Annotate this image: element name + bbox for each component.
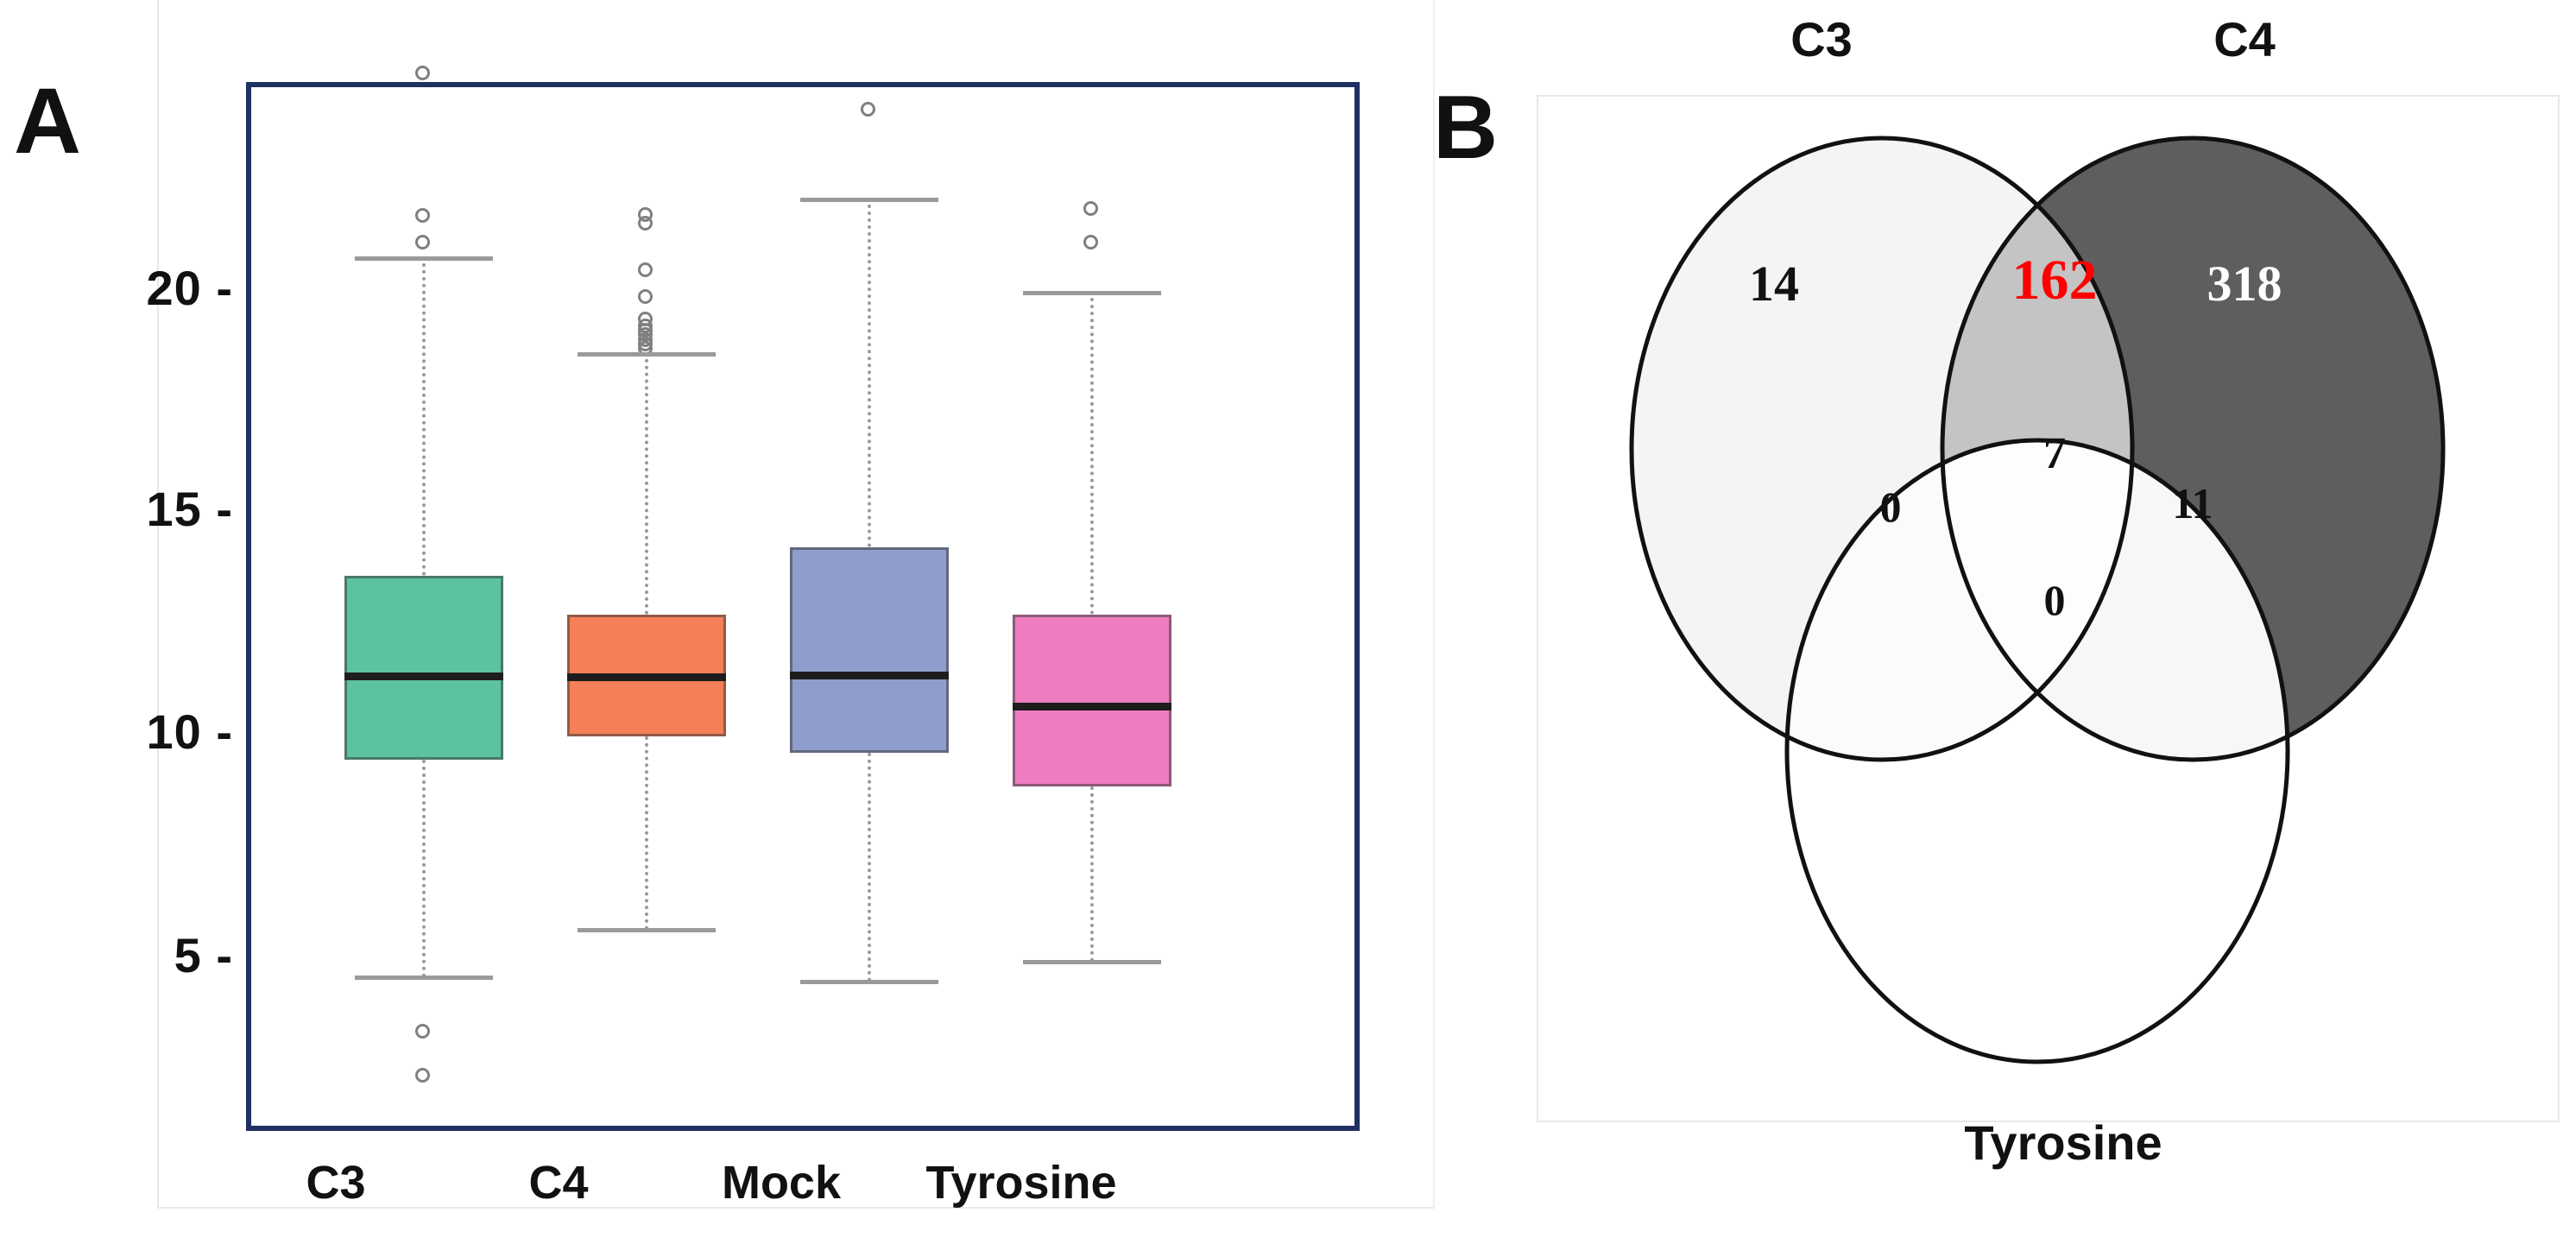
y-tick-5: 5 -	[174, 928, 233, 982]
outlier-point	[861, 102, 875, 117]
outlier-point	[1083, 201, 1098, 216]
median-line-c4	[567, 673, 726, 681]
whisker-cap-lower	[800, 980, 938, 984]
whisker-upper	[645, 352, 648, 615]
box-c3	[344, 576, 503, 760]
box-tyrosine	[1013, 615, 1171, 786]
venn-circle-tyrosine-outline	[1784, 438, 2290, 1064]
venn-label-c3: C3	[1790, 12, 1853, 66]
whisker-lower	[645, 736, 648, 930]
venn-count-tyrosine-only: 0	[2043, 576, 2066, 624]
median-line-mock	[790, 672, 949, 679]
venn-count-c3-only: 14	[1749, 256, 1799, 312]
venn-circle-c3-outline	[1629, 136, 2135, 762]
x-tick-mock: Mock	[721, 1157, 842, 1209]
y-tick-15: 15 -	[146, 482, 233, 536]
panel-b-label: B	[1433, 78, 1499, 178]
outlier-point	[415, 208, 430, 223]
whisker-lower	[868, 753, 871, 982]
outlier-point	[415, 235, 430, 249]
whisker-upper	[868, 198, 871, 547]
y-tick-20: 20 -	[146, 261, 233, 315]
median-line-tyrosine	[1013, 703, 1171, 710]
whisker-cap-lower	[578, 928, 716, 932]
panel-a-boxplot: A 20 - 15 - 10 - 5 -	[14, 0, 1435, 1209]
outlier-point	[638, 216, 653, 230]
venn-diagram-svg	[1629, 136, 2446, 1064]
median-line-c3	[344, 673, 503, 680]
x-tick-tyrosine: Tyrosine	[925, 1157, 1117, 1209]
x-tick-c3: C3	[306, 1157, 366, 1209]
x-tick-c4: C4	[528, 1157, 589, 1209]
venn-count-c3-tyrosine: 0	[1879, 483, 1902, 531]
whisker-cap-lower	[1023, 960, 1161, 964]
venn-label-c4: C4	[2213, 12, 2276, 66]
whisker-upper	[422, 256, 426, 576]
venn-circle-c4-outline	[1940, 136, 2446, 762]
boxplot-data-layer	[251, 66, 1354, 1126]
venn-count-c4-tyrosine: 11	[2172, 479, 2213, 527]
outlier-point	[638, 289, 653, 304]
whisker-cap-lower	[355, 976, 493, 980]
venn-count-c4-only: 318	[2207, 256, 2282, 312]
outlier-point	[415, 66, 430, 80]
whisker-lower	[1090, 786, 1094, 962]
whisker-upper	[1090, 291, 1094, 615]
venn-label-tyrosine: Tyrosine	[1964, 1115, 2162, 1170]
venn-count-triple: 7	[2043, 429, 2066, 478]
panel-a-label: A	[14, 68, 81, 173]
outlier-point	[415, 1068, 430, 1083]
y-tick-10: 10 -	[146, 704, 233, 759]
outlier-point	[1083, 235, 1098, 249]
outlier-point	[638, 262, 653, 277]
box-mock	[790, 547, 949, 753]
venn-region-triple-fill	[1942, 440, 2132, 760]
whisker-lower	[422, 760, 426, 977]
outlier-point	[415, 1024, 430, 1039]
venn-count-c3-c4: 162	[2011, 249, 2098, 312]
panel-a-slide-frame	[157, 0, 1435, 1209]
